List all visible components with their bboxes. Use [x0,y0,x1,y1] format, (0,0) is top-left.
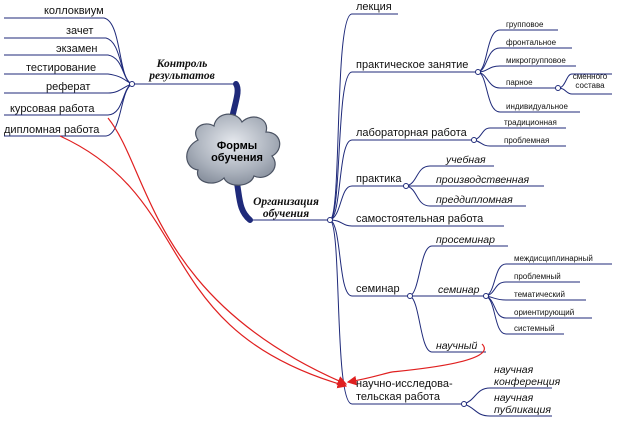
seminar-systemic: системный [514,324,555,333]
right-branch-lines [250,13,504,405]
lab-problem: проблемная [504,136,550,145]
item-practice: практика [356,173,402,185]
practical-microgroup: микрогрупповое [506,56,566,65]
left-item-coursework: курсовая работа [10,103,95,115]
seminar-scientific: научный [436,340,478,352]
left-item-essay: реферат [46,81,91,93]
practical-frontal: фронтальное [506,38,557,47]
item-seminar: семинар [356,283,400,295]
practical-pair: парное [506,78,533,87]
practical-individual: индивидуальное [506,102,568,111]
left-item-testing: тестирование [26,62,97,74]
practice-educational: учебная [446,154,486,166]
item-independent: самостоятельная работа [356,213,484,225]
left-item-colloquium: коллоквиум [44,5,104,17]
practice-industrial: производственная [436,174,530,186]
seminar-problem: проблемный [514,272,561,281]
seminar-interdisciplinary: междисциплинарный [514,254,593,263]
practice-prediploma: преддипломная [436,194,513,206]
left-item-credit: зачет [66,25,94,37]
seminar-seminar: семинар [438,284,480,296]
item-lab: лабораторная работа [356,127,467,139]
left-item-diploma: дипломная работа [4,124,100,136]
seminar-orienting: ориентирующий [514,308,575,317]
item-practical: практическое занятие [356,59,469,71]
seminar-proseminar: просеминар [436,234,495,246]
left-item-exam: экзамен [56,43,98,55]
item-research: научно-исследова-тельская работа [356,378,453,404]
center-cloud [186,113,281,186]
cross-links [59,117,485,389]
seminar-thematic: тематический [514,290,565,299]
trunk-left [229,81,241,121]
item-lecture: лекция [356,1,392,13]
practical-group: групповое [506,20,544,29]
lab-traditional: традиционная [504,118,557,127]
